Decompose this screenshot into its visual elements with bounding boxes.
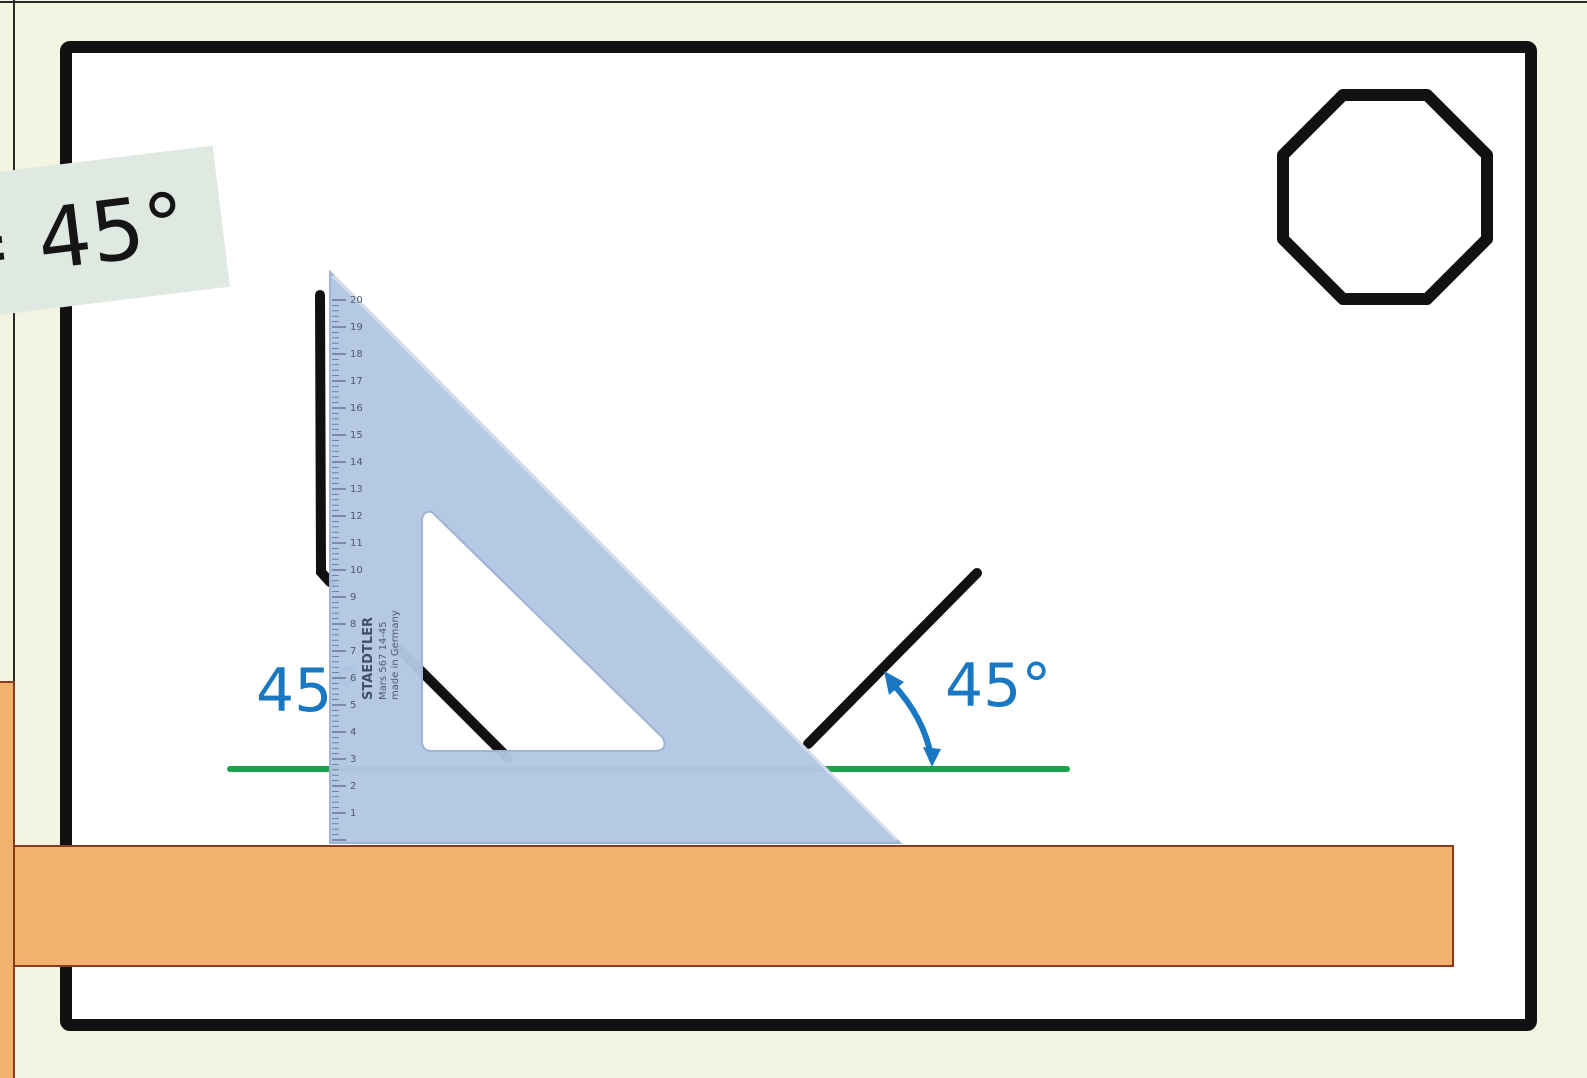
set-square-edge-highlight [331, 274, 899, 842]
ruler-number: 14 [350, 457, 363, 468]
vertical-line-with-corner [315, 290, 335, 587]
arc-arrowhead-top [884, 671, 904, 695]
arc-arrowhead-bottom [923, 747, 941, 767]
ruler-number: 19 [350, 322, 363, 333]
octagon-shape [1277, 89, 1493, 305]
ruler-number: 9 [350, 592, 356, 603]
ruler-number: 12 [350, 511, 363, 522]
ruler-number: 7 [350, 646, 356, 657]
ruler-scale: 20 19 18 17 16 15 14 13 12 11 10 9 8 7 6 5 4 3 2 1 [332, 295, 363, 841]
set-square-brand-label: STAEDTLER Mars 567 14-45 made in Germany [361, 610, 401, 700]
ruler-number: 11 [350, 538, 363, 549]
ruler-number: 5 [350, 700, 356, 711]
angle-banner-background [0, 145, 230, 319]
ruler-number: 2 [350, 781, 356, 792]
set-square-brand: STAEDTLER [361, 617, 376, 700]
ruler-number: 13 [350, 484, 363, 495]
ruler-number: 20 [350, 295, 363, 306]
ruler-number: 4 [350, 727, 356, 738]
ruler-number: 3 [350, 754, 356, 765]
ruler-number: 1 [350, 808, 356, 819]
angle-banner: = 45° [0, 145, 230, 319]
ruler-number: 8 [350, 619, 356, 630]
t-square-head [0, 681, 15, 1078]
ruler-number: 6 [350, 673, 356, 684]
ruler-number: 15 [350, 430, 363, 441]
ruler-number: 18 [350, 349, 363, 360]
set-square-model: Mars 567 14-45 [378, 621, 389, 700]
t-square-blade [11, 845, 1454, 967]
ruler-number: 16 [350, 403, 363, 414]
ruler-number: 17 [350, 376, 363, 387]
ruler-number: 10 [350, 565, 363, 576]
right-angle-label: 45° [945, 651, 1051, 721]
right-diagonal-line [803, 568, 982, 749]
set-square-origin: made in Germany [390, 610, 401, 700]
